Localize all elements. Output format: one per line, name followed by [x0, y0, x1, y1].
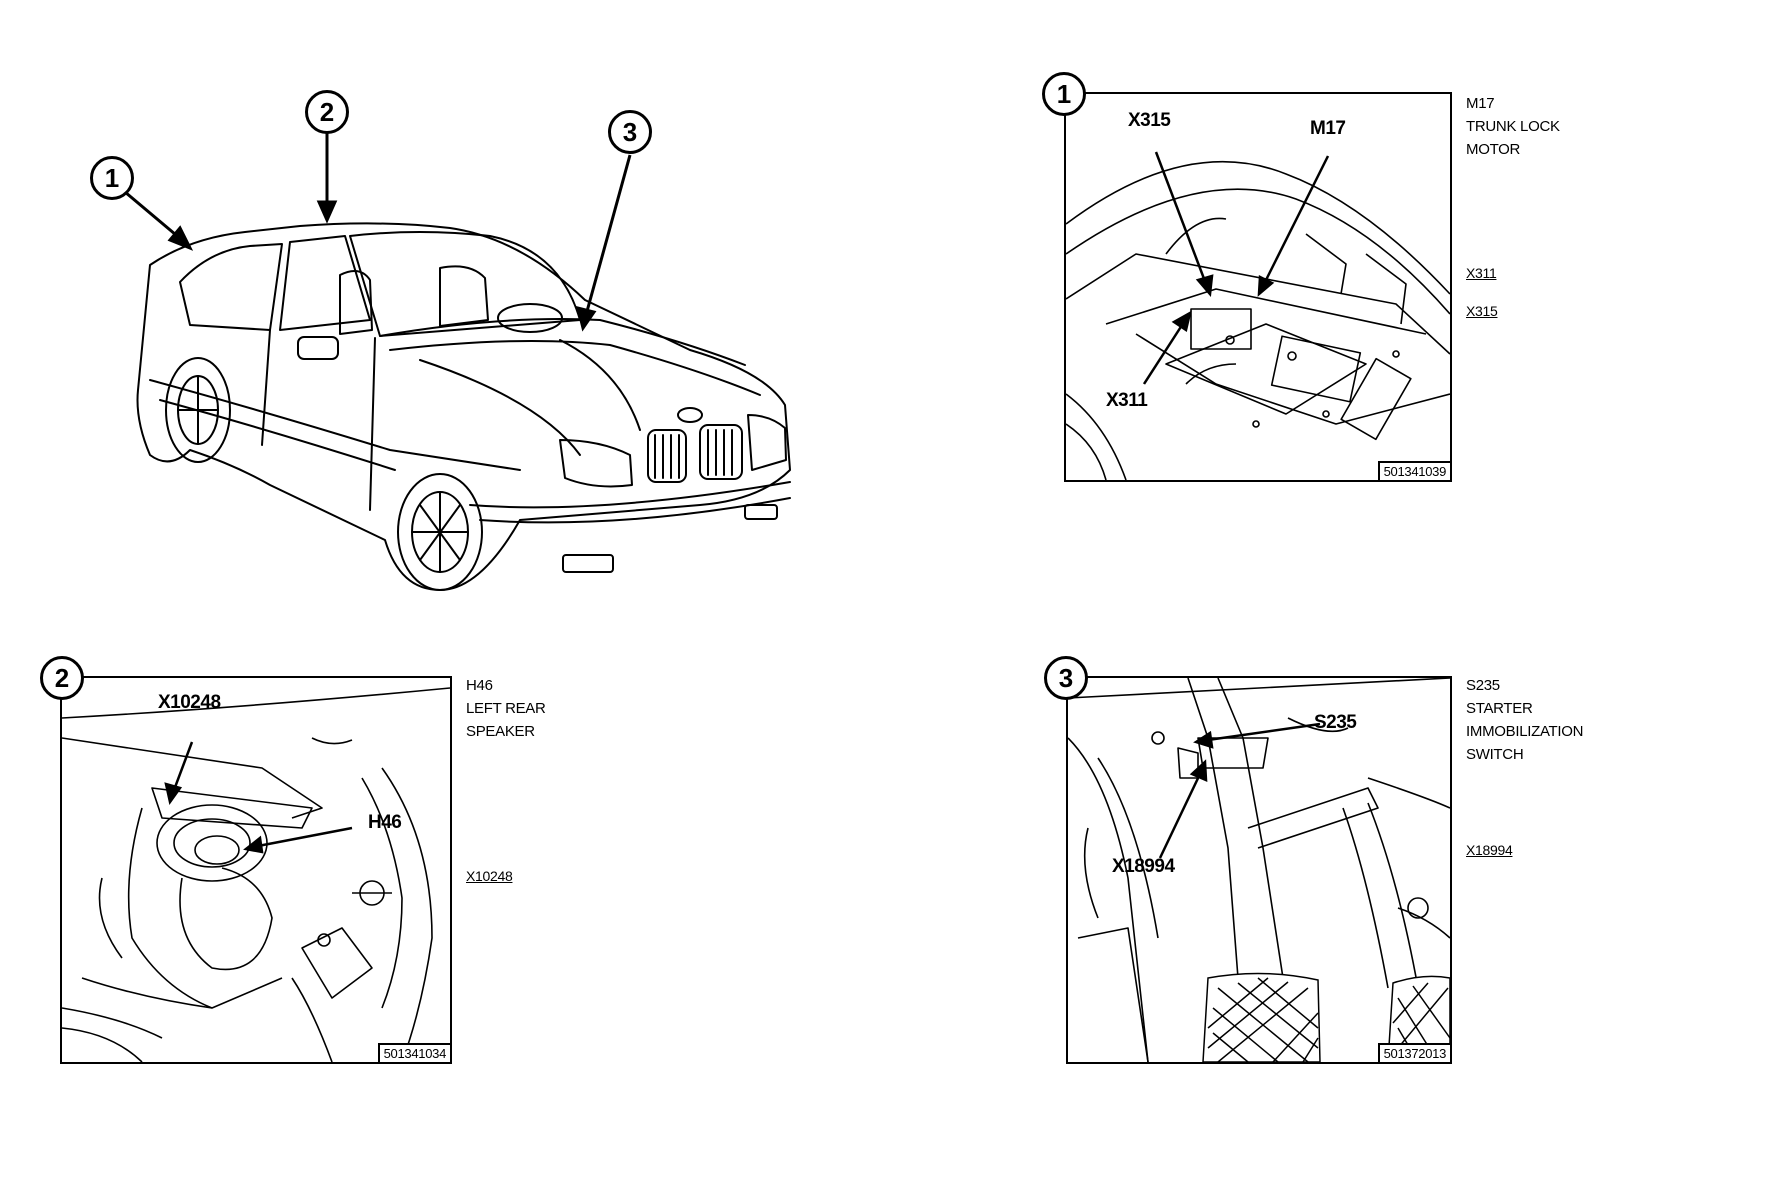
label-line: TRUNK LOCK [1466, 118, 1560, 135]
figure-code: 501372013 [1377, 1043, 1450, 1062]
connector-ref-x315: X315 [1466, 303, 1498, 319]
panel-number-2: 2 [40, 656, 84, 700]
marker-1: 1 [90, 156, 134, 200]
label-line: STARTER [1466, 700, 1533, 717]
figure-code: 501341039 [1377, 461, 1450, 480]
detail-view-trunk-lock: X315 M17 X311 501341039 [1064, 92, 1452, 482]
car-overview: 1 2 3 [0, 0, 820, 620]
label-line: S235 [1466, 677, 1500, 694]
connector-ref-x311: X311 [1466, 265, 1497, 281]
figure-code: 501341034 [377, 1043, 450, 1062]
component-label-m17: M17 TRUNK LOCK MOTOR [1466, 92, 1560, 161]
speaker-drawing [62, 687, 450, 1062]
panel-number-1: 1 [1042, 72, 1086, 116]
pedal-drawing [1068, 678, 1450, 1062]
callout-s235: S235 [1314, 712, 1357, 733]
callout-x10248: X10248 [158, 692, 221, 713]
label-line: SPEAKER [466, 723, 535, 740]
label-line: LEFT REAR [466, 700, 546, 717]
connector-ref-x10248: X10248 [466, 868, 513, 884]
trunk-lid-drawing [1066, 151, 1450, 480]
marker-3: 3 [608, 110, 652, 154]
panel-number-3: 3 [1044, 656, 1088, 700]
label-line: IMMOBILIZATION [1466, 723, 1584, 740]
callout-m17: M17 [1310, 118, 1346, 139]
label-line: H46 [466, 677, 493, 694]
detail-view-rear-speaker: X10248 H46 501341034 [60, 676, 452, 1064]
callout-x315: X315 [1128, 110, 1171, 131]
callout-x18994: X18994 [1112, 856, 1175, 877]
connector-ref-x18994: X18994 [1466, 842, 1513, 858]
marker-2: 2 [305, 90, 349, 134]
car-illustration [124, 130, 791, 591]
label-line: M17 [1466, 95, 1495, 112]
label-line: MOTOR [1466, 141, 1521, 158]
component-label-h46: H46 LEFT REAR SPEAKER [466, 674, 546, 743]
callout-x311: X311 [1106, 390, 1148, 411]
detail-view-pedal-switch: S235 X18994 501372013 [1066, 676, 1452, 1064]
component-label-s235: S235 STARTER IMMOBILIZATION SWITCH [1466, 674, 1584, 766]
label-line: SWITCH [1466, 746, 1524, 763]
callout-h46: H46 [368, 812, 402, 833]
